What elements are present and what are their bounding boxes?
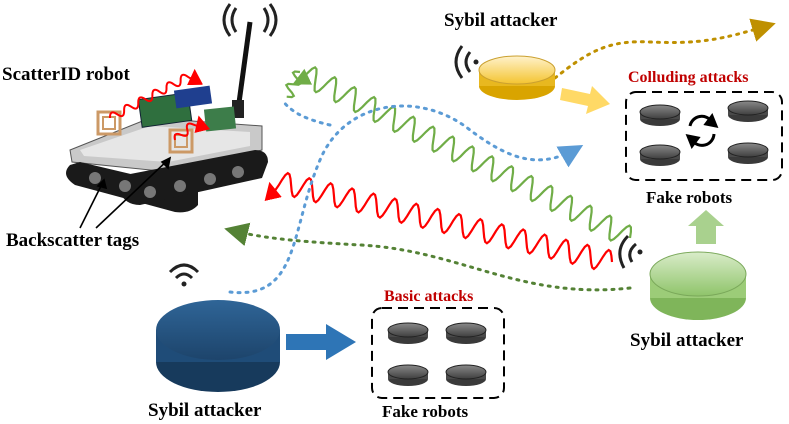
blue-arrow [286, 324, 356, 360]
fake-robot [387, 322, 429, 344]
sybil-attacker-right-label: Sybil attacker [630, 330, 744, 351]
fake-robot [445, 322, 487, 344]
fake-robot [387, 364, 429, 386]
gold-dotted-path [553, 18, 776, 80]
basic-attacks-box [371, 307, 505, 399]
fake-robot [639, 144, 681, 166]
cycle-icon [685, 112, 719, 150]
fake-robot [727, 142, 769, 164]
colluding-attacks-label: Colluding attacks [628, 69, 748, 86]
wifi-icon [222, 3, 278, 37]
basic-attacks-label: Basic attacks [384, 288, 473, 305]
backscatter-tag [168, 128, 194, 154]
green-arrow [688, 210, 724, 244]
fake-robot [727, 100, 769, 122]
colluding-attacks-box [625, 91, 783, 181]
fake-robots-right-label: Fake robots [646, 188, 732, 207]
backscatter-wave-icon [108, 68, 211, 141]
green-signal-wave [284, 66, 632, 242]
fake-robot [639, 104, 681, 126]
tag-pointer-arrows [79, 156, 172, 229]
wifi-icon [168, 263, 200, 287]
wifi-icon [618, 234, 643, 269]
blue-dotted-path [228, 104, 584, 295]
red-signal-wave [264, 171, 614, 271]
fake-robots-bottom-label: Fake robots [382, 402, 468, 421]
green-dotted-path [224, 222, 632, 292]
sybil-attacker-bottom-label: Sybil attacker [148, 400, 262, 421]
yellow-arrow [560, 86, 610, 114]
sybil-attacker-top-label: Sybil attacker [444, 10, 558, 31]
wifi-icon [454, 45, 479, 79]
blue-dotted-path [280, 98, 332, 127]
sybil-attacker-bottom [156, 300, 280, 392]
sybil-attacker-top [478, 55, 556, 100]
backscatter-tag [96, 110, 122, 136]
sybil-attacker-right [649, 251, 747, 320]
robot-title: ScatterID robot [2, 64, 131, 85]
scatterid-robot [66, 21, 268, 213]
fake-robot [445, 364, 487, 386]
backscatter-tags-label: Backscatter tags [6, 230, 139, 251]
